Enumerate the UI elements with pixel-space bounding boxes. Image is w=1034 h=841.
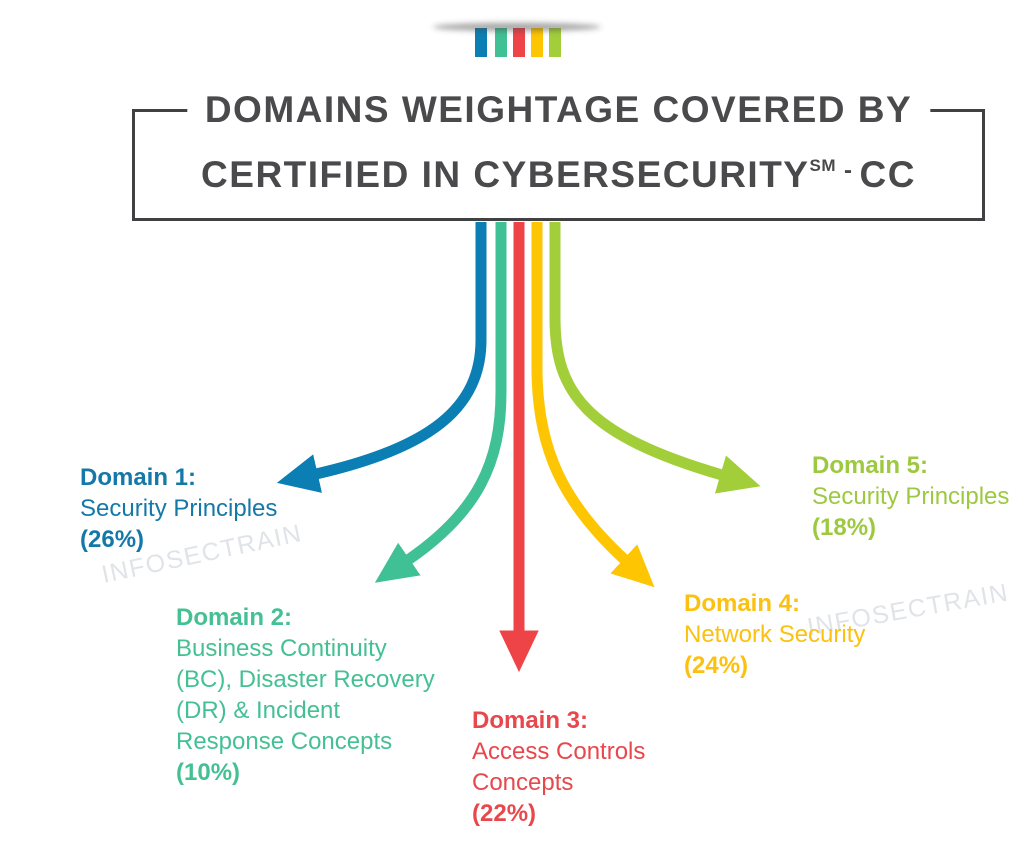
domain1-arrow (276, 222, 487, 493)
title-box: DOMAINS WEIGHTAGE COVERED BY CERTIFIED I… (132, 86, 985, 221)
domain1-name: Security Principles (80, 495, 278, 522)
title-cc: CC (859, 154, 916, 195)
title-sm-superscript: SM (809, 156, 836, 175)
domain2-label: Domain 2: (176, 604, 293, 631)
domain2-arrow (374, 222, 507, 583)
title-line2-main: CERTIFIED IN CYBERSECURITY (201, 154, 810, 195)
domain3-label: Domain 3: (472, 707, 589, 734)
title-dash: - (843, 157, 854, 184)
domain4-name: Network Security (684, 621, 866, 648)
domain3-name: Access Controls Concepts (472, 738, 646, 796)
domain5-label: Domain 5: (812, 452, 929, 479)
domain2-weight: (10%) (176, 759, 241, 786)
domain4-arrow (531, 222, 655, 588)
domain2-name: Business Continuity (BC), Disaster Recov… (176, 635, 435, 755)
domain3-top-bar (513, 28, 525, 57)
domain5-arrow (549, 222, 761, 494)
domain3-weight: (22%) (472, 800, 537, 827)
domain4-label: Domain 4: (684, 590, 801, 617)
domain5-top-bar (549, 28, 561, 57)
domain5-text-block: Domain 5: Security Principles (18%) (812, 450, 1034, 543)
domain1-top-bar (475, 28, 487, 57)
domain1-text-block: Domain 1: Security Principles (26%) (80, 462, 340, 555)
domain4-top-bar (531, 28, 543, 57)
domain5-name: Security Principles (812, 483, 1010, 510)
domain1-label: Domain 1: (80, 464, 197, 491)
title-line2: CERTIFIED IN CYBERSECURITYSM-CC (135, 142, 982, 199)
domain3-text-block: Domain 3: Access Controls Concepts (22%) (472, 705, 712, 829)
domain4-text-block: Domain 4: Network Security (24%) (684, 588, 984, 681)
domain2-top-bar (495, 28, 507, 57)
title-line1: DOMAINS WEIGHTAGE COVERED BY (186, 86, 931, 134)
domain1-weight: (26%) (80, 526, 145, 553)
sheet-shadow (433, 22, 601, 32)
domain2-text-block: Domain 2: Business Continuity (BC), Disa… (176, 602, 476, 788)
domain5-weight: (18%) (812, 514, 877, 541)
domain4-weight: (24%) (684, 652, 749, 679)
